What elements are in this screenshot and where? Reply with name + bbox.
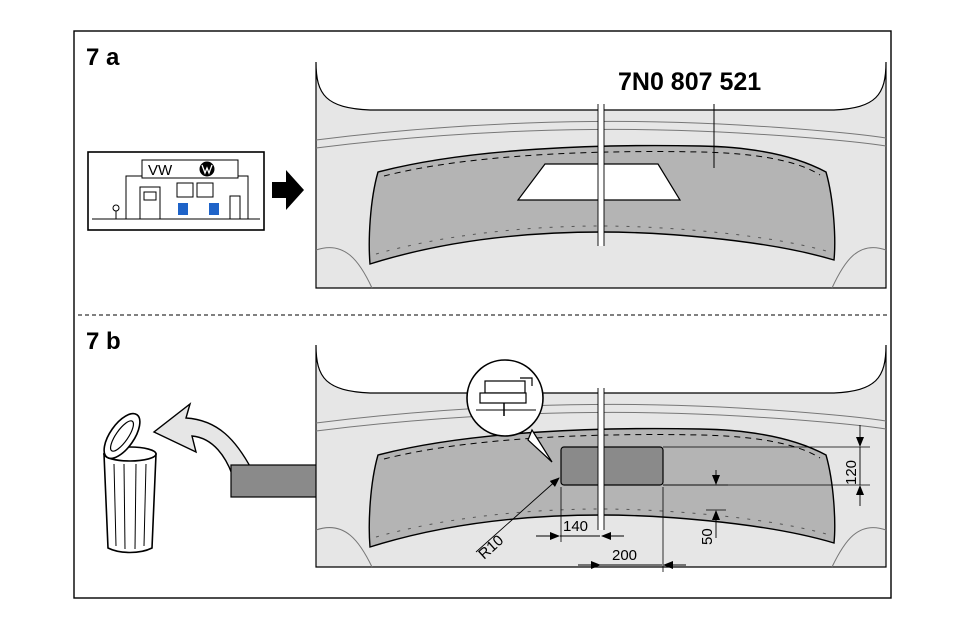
bumper-a xyxy=(315,61,887,289)
outer-frame xyxy=(73,30,892,599)
arrow-right-icon xyxy=(272,170,304,210)
dim-label-120: 120 xyxy=(843,460,860,485)
jigsaw-icon xyxy=(466,359,553,463)
trash-can-icon xyxy=(103,412,157,554)
curved-arrow-icon xyxy=(152,402,254,475)
bumper-b xyxy=(315,344,887,572)
dim-50 xyxy=(706,470,726,538)
cut-area xyxy=(560,446,664,486)
dim-label-50: 50 xyxy=(699,528,716,545)
dealer-sign-text: VW xyxy=(148,162,173,179)
dim-label-140: 140 xyxy=(563,518,588,535)
radius-leader xyxy=(475,477,560,553)
step-label-7b: 7 b xyxy=(86,328,121,355)
step-label-7a: 7 a xyxy=(86,44,120,71)
removed-panel xyxy=(230,464,332,498)
panel-b: 140 200 R10 120 50 xyxy=(103,344,887,572)
part-number-label: 7N0 807 521 xyxy=(618,68,762,96)
dealer-building-icon: VW xyxy=(87,151,265,231)
dim-label-200: 200 xyxy=(612,547,637,564)
panel-a: VW xyxy=(87,61,887,289)
